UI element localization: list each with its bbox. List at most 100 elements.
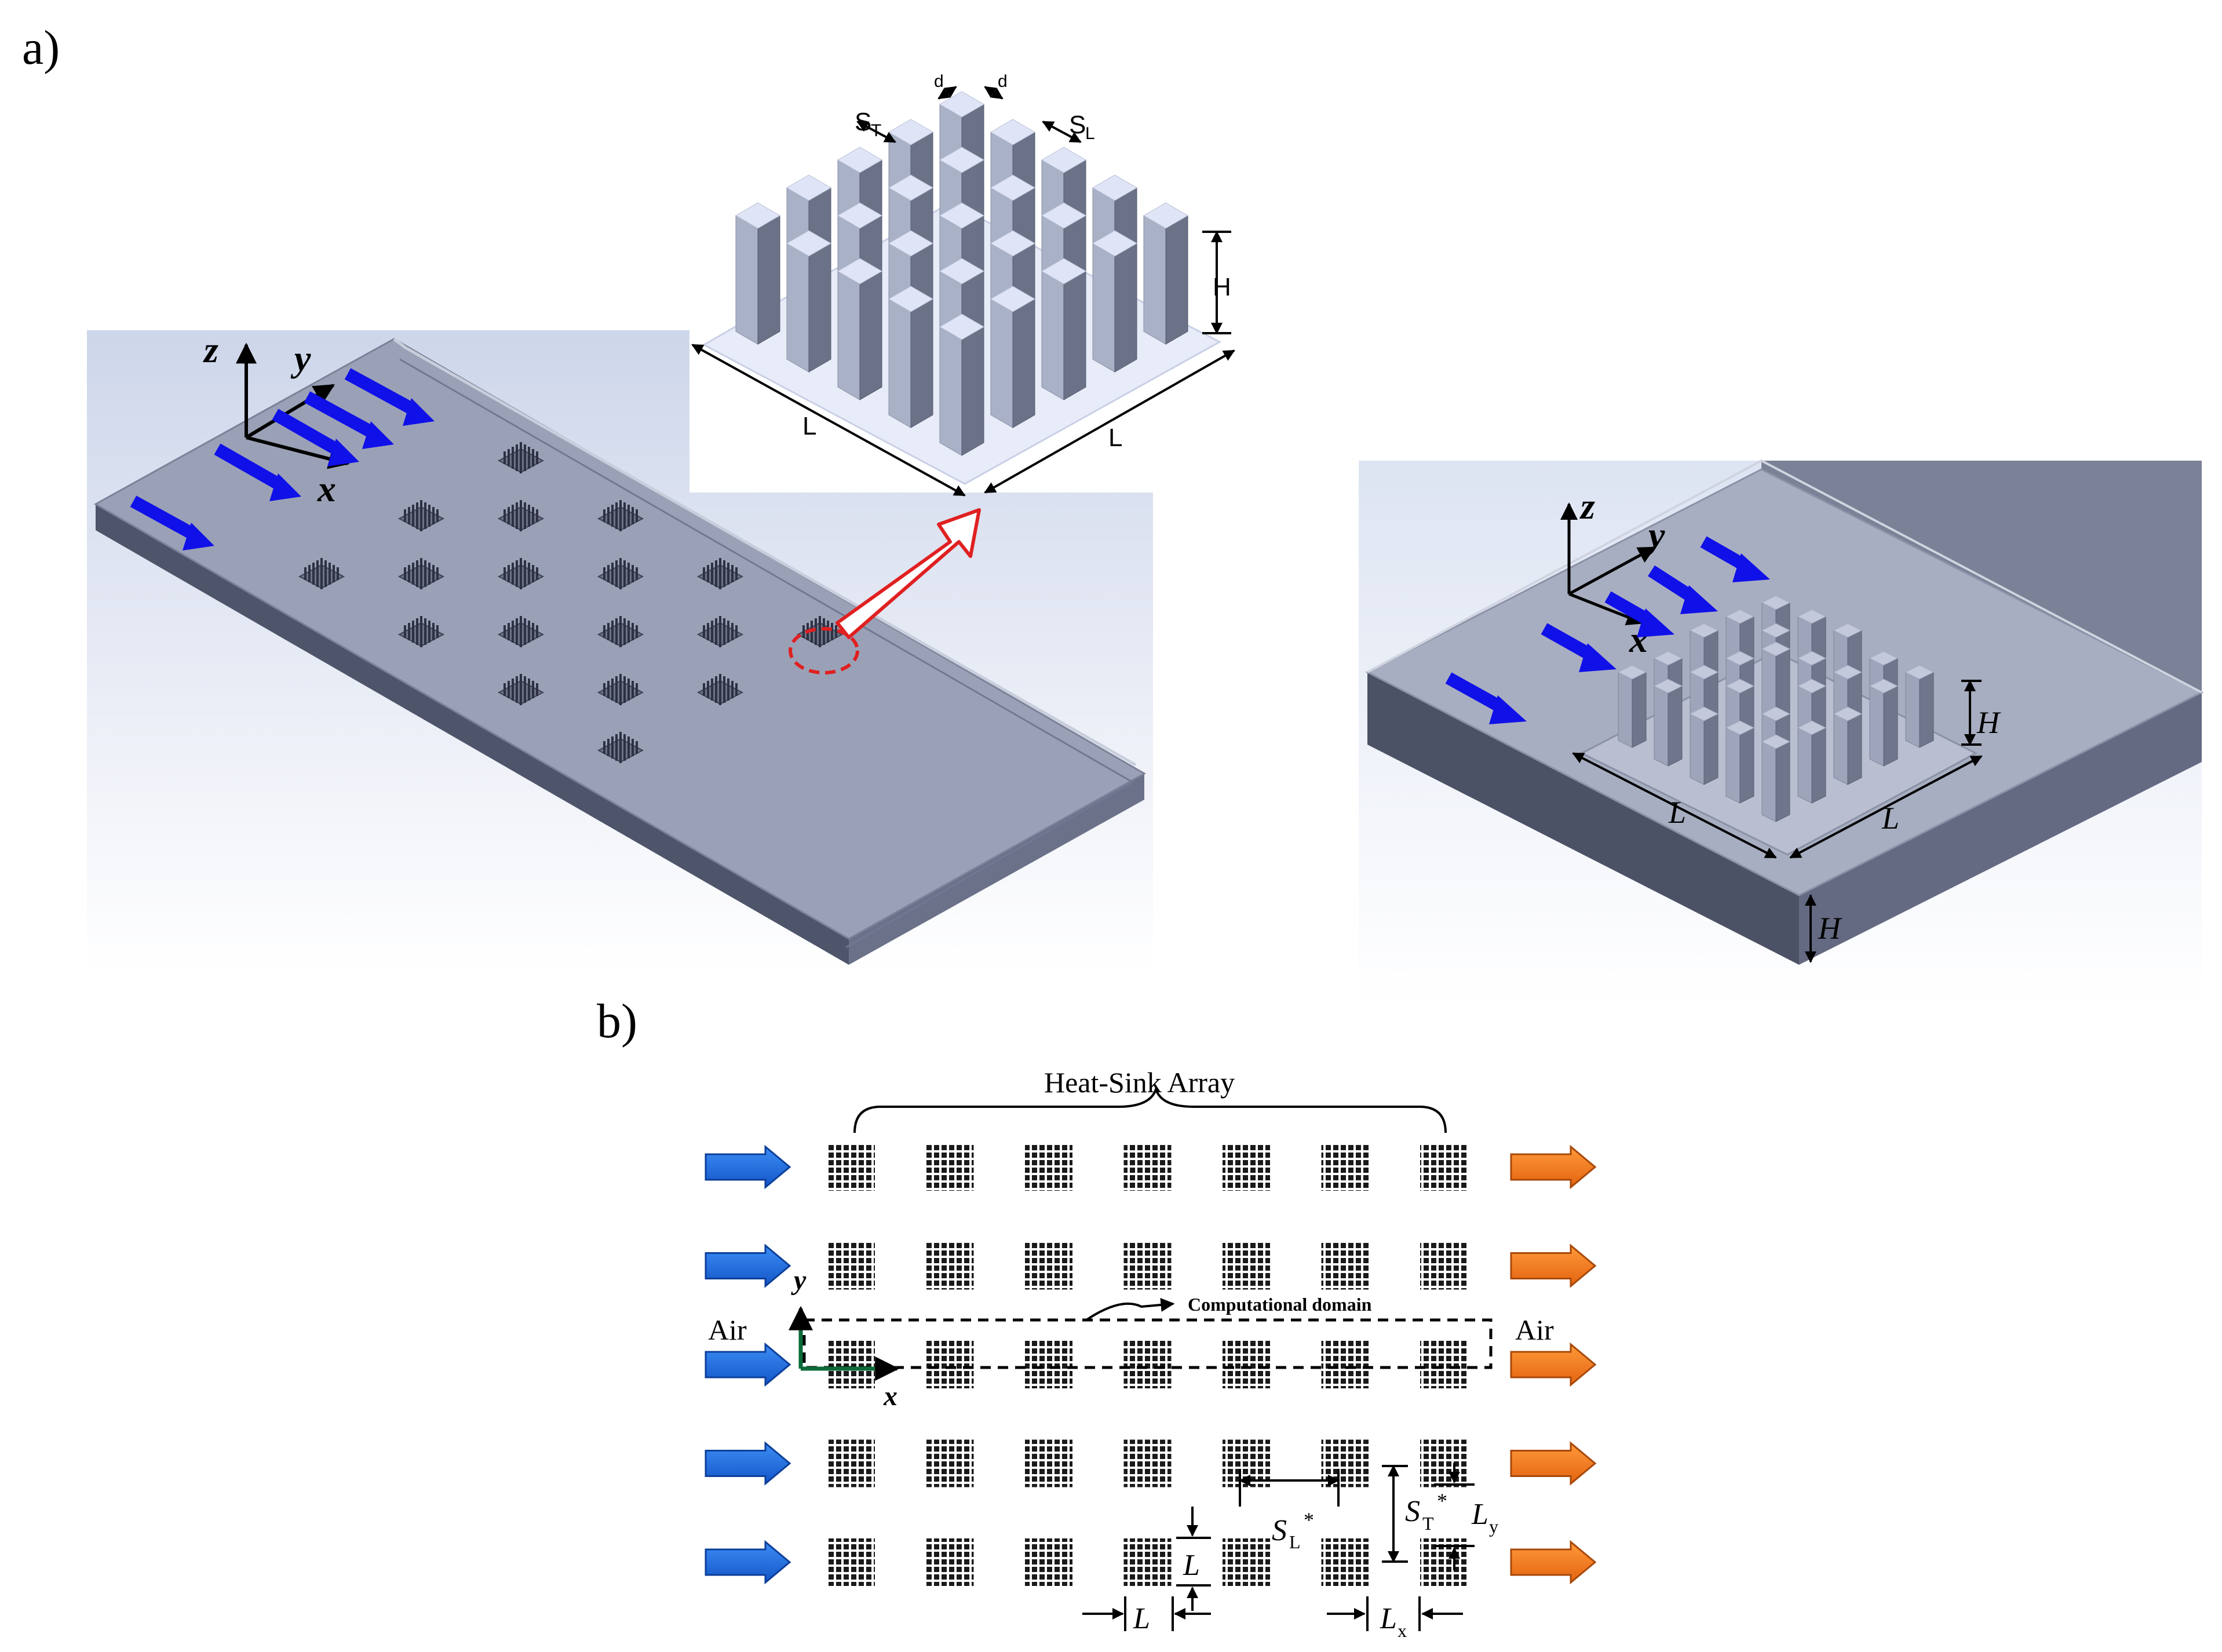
planar-heat-sink bbox=[827, 1341, 875, 1388]
planar-heat-sink bbox=[1223, 1538, 1270, 1586]
planar-heat-sink bbox=[1123, 1439, 1172, 1487]
air-in-label: Air bbox=[708, 1314, 747, 1346]
left-heat-sink bbox=[497, 616, 545, 647]
inset-sl-label: S L bbox=[1069, 111, 1095, 143]
left-heat-sink bbox=[497, 674, 545, 705]
plate-front-face bbox=[96, 504, 849, 965]
svg-text:L: L bbox=[1380, 1602, 1397, 1635]
svg-text:L: L bbox=[1289, 1531, 1301, 1552]
domain-axis-y-label: y bbox=[791, 1265, 807, 1296]
panel-a-label: a) bbox=[22, 21, 60, 75]
inlet-arrow bbox=[705, 1540, 791, 1585]
air-out-label: Air bbox=[1515, 1314, 1554, 1346]
planar-heat-sink bbox=[1321, 1242, 1369, 1290]
right-pin bbox=[1904, 665, 1935, 748]
inset-l-left-label: L bbox=[802, 412, 816, 440]
inlet-arrow bbox=[705, 1243, 791, 1288]
zoom-arrow bbox=[835, 508, 981, 639]
planar-heat-sink bbox=[1123, 1538, 1172, 1586]
svg-text:S: S bbox=[1069, 111, 1086, 139]
svg-text:*: * bbox=[1437, 1489, 1447, 1512]
panel-b-label: b) bbox=[597, 994, 637, 1048]
right-l-left-label: L bbox=[1668, 795, 1686, 830]
planar-heat-sink bbox=[1321, 1143, 1369, 1191]
svg-text:S: S bbox=[855, 108, 871, 136]
domain-axes bbox=[789, 1305, 900, 1381]
right-axis-z-label: z bbox=[1579, 486, 1595, 527]
right-pin bbox=[1761, 734, 1791, 822]
left-axis-x-label: x bbox=[317, 468, 336, 509]
highlight-circle bbox=[789, 627, 859, 674]
right-flow-arrowheads bbox=[1489, 553, 1770, 724]
left-axis-z-label: z bbox=[203, 329, 218, 370]
array-brace bbox=[853, 1085, 1447, 1133]
planar-heat-sink bbox=[1123, 1341, 1172, 1388]
inset-pin bbox=[939, 313, 984, 456]
left-heat-sink bbox=[397, 500, 445, 531]
planar-heat-sink bbox=[926, 1242, 974, 1290]
planar-heat-sink bbox=[1223, 1242, 1270, 1290]
l-horizontal-label: L bbox=[1133, 1602, 1150, 1635]
inlet-arrow bbox=[705, 1441, 791, 1486]
planar-heat-sink bbox=[1123, 1242, 1172, 1290]
inset-st-label: S T bbox=[855, 108, 881, 140]
svg-text:y: y bbox=[1489, 1516, 1498, 1537]
planar-heat-sink bbox=[1223, 1143, 1270, 1191]
planar-heat-sink bbox=[827, 1538, 875, 1586]
right-model: L L H H z y x bbox=[1359, 459, 2204, 1005]
planar-heat-sink bbox=[1025, 1439, 1072, 1487]
svg-text:T: T bbox=[871, 121, 881, 140]
array-title: Heat-Sink Array bbox=[1044, 1066, 1235, 1099]
domain-axis-x-label: x bbox=[883, 1381, 897, 1412]
sl-star-label: S L * bbox=[1272, 1508, 1314, 1552]
st-star-label: S T * bbox=[1405, 1489, 1447, 1534]
inlet-arrow bbox=[705, 1342, 791, 1387]
planar-heat-sink-grid bbox=[827, 1143, 1468, 1586]
left-heat-sink bbox=[597, 674, 644, 705]
left-heat-sink bbox=[597, 616, 644, 647]
planar-heat-sink bbox=[1123, 1143, 1172, 1191]
duct-top-edge bbox=[1367, 459, 2202, 694]
left-heat-sink bbox=[696, 616, 744, 647]
inset-pin bbox=[1041, 258, 1086, 400]
l-vertical-label: L bbox=[1183, 1549, 1200, 1582]
outlet-arrow bbox=[1510, 1441, 1597, 1486]
ly-label: L y bbox=[1471, 1498, 1498, 1537]
planar-heat-sink bbox=[1321, 1341, 1369, 1388]
right-flow-arrows bbox=[1445, 536, 1747, 713]
left-heat-sink bbox=[397, 558, 445, 589]
right-pin bbox=[1617, 665, 1647, 748]
outlet-arrow bbox=[1510, 1144, 1597, 1190]
left-heat-sink bbox=[397, 616, 445, 647]
outlet-arrows bbox=[1510, 1144, 1597, 1585]
left-heat-sink bbox=[597, 500, 644, 531]
svg-text:*: * bbox=[1304, 1508, 1314, 1531]
inlet-arrows bbox=[705, 1144, 791, 1585]
right-h-sink-label: H bbox=[1976, 705, 2001, 740]
left-heat-sink bbox=[497, 442, 545, 473]
right-pin bbox=[1797, 720, 1827, 804]
svg-text:x: x bbox=[1398, 1620, 1407, 1641]
left-heat-sink-array bbox=[298, 442, 844, 763]
left-heat-sink bbox=[597, 558, 644, 589]
planar-heat-sink bbox=[1420, 1242, 1468, 1290]
right-axes bbox=[1560, 502, 1656, 626]
right-pin bbox=[1869, 679, 1899, 767]
left-heat-sink bbox=[696, 558, 744, 589]
planar-heat-sink bbox=[827, 1242, 875, 1290]
right-pin bbox=[1653, 679, 1683, 767]
left-heat-sink bbox=[298, 558, 345, 589]
left-flow-arrowheads bbox=[183, 398, 435, 550]
inset-pin bbox=[735, 202, 780, 345]
left-heat-sink bbox=[497, 558, 545, 589]
computational-domain-label: Computational domain bbox=[1188, 1294, 1372, 1315]
planar-heat-sink bbox=[1420, 1439, 1468, 1487]
inset-pin bbox=[1092, 230, 1137, 373]
left-heat-sink bbox=[497, 500, 545, 531]
right-l-right-label: L bbox=[1881, 801, 1899, 836]
planar-heat-sink bbox=[1025, 1341, 1072, 1388]
inset-d-left: d bbox=[934, 72, 944, 91]
planar-heat-sink bbox=[926, 1341, 974, 1388]
right-pin bbox=[1689, 706, 1719, 785]
left-heat-sink bbox=[696, 674, 744, 705]
